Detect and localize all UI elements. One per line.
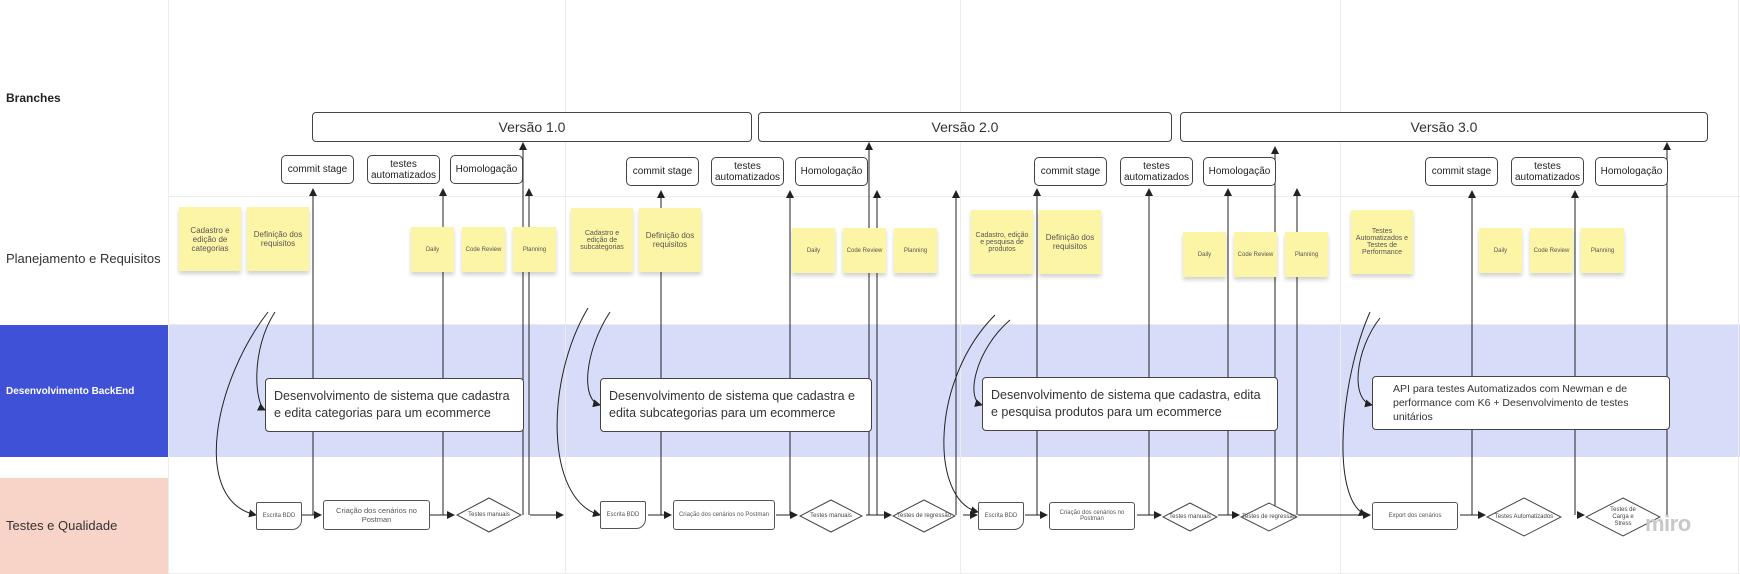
dev-task-box: Desenvolvimento de sistema que cadastra,…: [982, 377, 1278, 431]
sticky-note: Cadastro e edição de subcategorias: [571, 208, 633, 272]
stage-box: commit stage: [626, 157, 699, 186]
version-box: Versão 2.0: [758, 112, 1172, 142]
version-box: Versão 1.0: [312, 112, 752, 142]
stage-box: Homologação: [1203, 157, 1276, 186]
stage-box: testes automatizados: [711, 157, 784, 186]
stage-box: Homologação: [450, 155, 523, 184]
test-decision: Testes Automatizados: [1486, 497, 1562, 537]
grid-line: [565, 0, 566, 574]
connector-arrow: [1342, 311, 1371, 516]
grid-line: [960, 0, 961, 574]
tests-lane-header: [0, 478, 168, 574]
stage-box: commit stage: [1034, 157, 1107, 186]
connector-arrow: [943, 314, 996, 515]
sticky-note: Planning: [894, 228, 937, 273]
sticky-note: Code Review: [843, 228, 886, 273]
test-doc: Escrita BDD: [256, 502, 302, 530]
version-box: Versão 3.0: [1180, 112, 1708, 142]
grid-line: [1340, 0, 1341, 574]
miro-logo: miro: [1645, 511, 1691, 536]
sticky-note: Definição dos requisitos: [247, 207, 309, 271]
test-task: Criação dos cenários no Postman: [1049, 502, 1135, 530]
connector-arrow: [973, 319, 1011, 407]
dev-lane-header: [0, 325, 168, 457]
stage-box: Homologação: [795, 157, 868, 186]
connector-arrow: [215, 311, 269, 518]
sticky-note: Planning: [1581, 228, 1624, 273]
test-decision: Testes de Carga e Stress: [1585, 497, 1661, 537]
grid-line: [168, 324, 1740, 325]
test-task: Criação dos cenários no Postman: [673, 500, 775, 530]
test-task: Criação dos cenários no Postman: [323, 500, 430, 530]
sticky-note: Planning: [1285, 232, 1328, 277]
test-doc: Escrita BDD: [978, 502, 1024, 530]
test-task: Export dos cenários: [1372, 502, 1458, 530]
test-decision: Testes de regressão: [1240, 502, 1298, 532]
grid-line: [1738, 0, 1739, 574]
stage-box: testes automatizados: [367, 155, 440, 184]
test-decision: Testes manuais: [456, 497, 522, 533]
connector-arrow: [556, 307, 601, 518]
test-decision: Testes manuais: [1162, 502, 1218, 532]
sticky-note: Definição dos requisitos: [1039, 210, 1101, 274]
lane-label-planning: Planejamento e Requisitos: [6, 250, 161, 266]
dev-task-box: API para testes Automatizados com Newman…: [1372, 376, 1670, 430]
sticky-note: Daily: [792, 228, 835, 273]
sticky-note: Testes Automatizados e Testes de Perform…: [1351, 210, 1413, 274]
sticky-note: Definição dos requisitos: [639, 208, 701, 272]
sticky-note: Daily: [1479, 228, 1522, 273]
grid-line: [168, 0, 169, 574]
sticky-note: Daily: [1183, 232, 1226, 277]
sticky-note: Code Review: [1234, 232, 1277, 277]
test-doc: Escrita BDD: [600, 501, 646, 529]
stage-box: testes automatizados: [1120, 157, 1193, 186]
connector-arrow: [587, 311, 611, 408]
sticky-note: Cadastro, edição e pesquisa de produtos: [971, 210, 1033, 274]
sticky-note: Code Review: [1530, 228, 1573, 273]
test-decision: Testes de regressão: [892, 499, 956, 533]
lane-label-dev: Desenvolvimento BackEnd: [6, 385, 135, 397]
lane-label-tests: Testes e Qualidade: [6, 517, 118, 533]
sticky-note: Daily: [411, 227, 454, 272]
stage-box: commit stage: [281, 155, 354, 184]
stage-box: commit stage: [1425, 157, 1498, 186]
sticky-note: Cadastro e edição de categorias: [179, 207, 241, 271]
dev-task-box: Desenvolvimento de sistema que cadastra …: [600, 378, 872, 432]
sticky-note: Code Review: [462, 227, 505, 272]
connector-arrow: [256, 311, 276, 411]
dev-task-box: Desenvolvimento de sistema que cadastra …: [265, 378, 524, 432]
sticky-note: Planning: [513, 227, 556, 272]
connector-arrow: [1357, 317, 1381, 408]
stage-box: testes automatizados: [1511, 157, 1584, 186]
stage-box: Homologação: [1595, 157, 1668, 186]
test-decision: Testes manuais: [799, 499, 863, 533]
lane-label-branches: Branches: [6, 91, 61, 105]
